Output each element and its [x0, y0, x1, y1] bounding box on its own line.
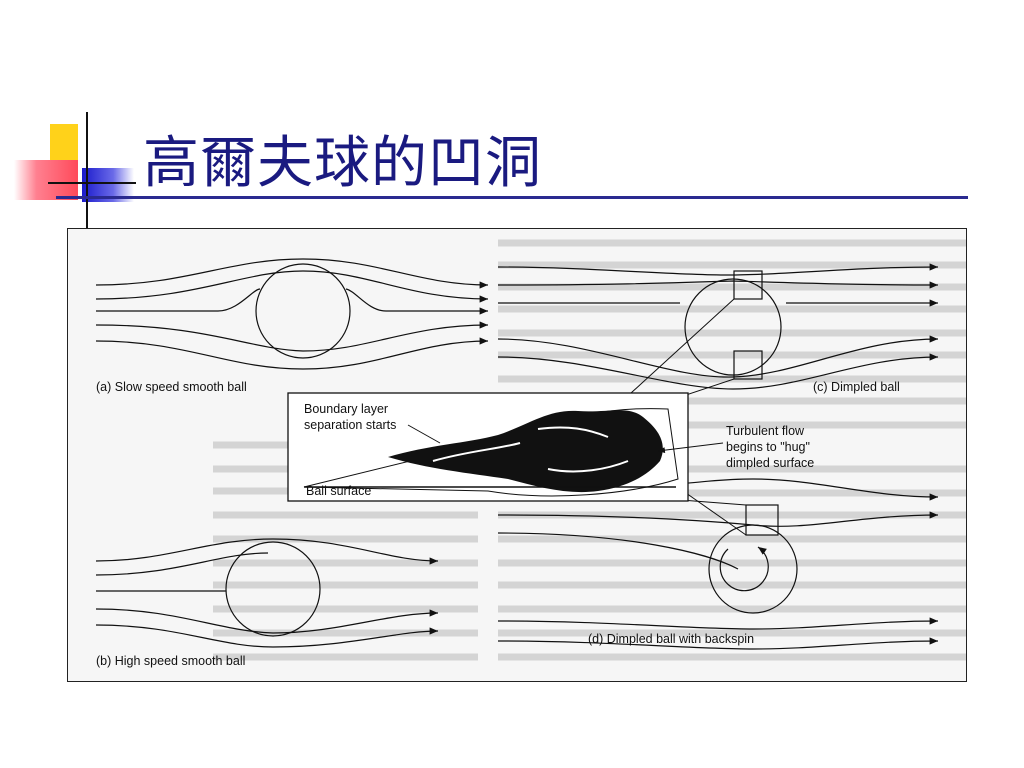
streamline-d2	[497, 511, 939, 527]
streamline-a3	[96, 288, 488, 311]
dimpled-ball-c	[684, 278, 782, 376]
label-b: (b) High speed smooth ball	[96, 654, 245, 668]
label-pointers	[407, 424, 724, 454]
streamline-a1	[95, 258, 489, 289]
zoom-box-c-bottom	[733, 350, 763, 380]
streamline-a5	[95, 337, 489, 370]
streamline-c5	[497, 353, 939, 390]
deco-vertical-line	[86, 112, 88, 230]
smooth-ball-a	[255, 263, 351, 359]
label-boundary-line1: Boundary layer	[304, 402, 388, 416]
zoom-box-d	[745, 504, 779, 536]
streamline-d4	[497, 617, 939, 630]
label-a: (a) Slow speed smooth ball	[96, 380, 247, 394]
deco-horizontal-line	[48, 182, 136, 184]
backspin-arrow	[719, 546, 769, 592]
panel-d-dimpled-backspin	[497, 478, 939, 650]
streamline-c1	[497, 263, 939, 276]
streamline-b2	[95, 552, 269, 576]
title-underline	[56, 196, 968, 199]
streamline-b1	[95, 538, 439, 565]
streamline-b4	[95, 608, 439, 634]
panel-b-fast-smooth-ball	[95, 538, 439, 648]
streamline-c4	[497, 335, 939, 378]
streamline-c2	[497, 280, 939, 289]
inset-boundary-layer	[287, 392, 689, 502]
golf-ball-flow-figure: (a) Slow speed smooth ball (b) High spee…	[67, 228, 967, 682]
panel-a-slow-smooth-ball	[95, 258, 489, 370]
streamline-d3	[497, 532, 739, 570]
smooth-ball-b	[225, 541, 321, 637]
streamline-d5	[497, 637, 939, 650]
streamline-a2	[95, 270, 489, 303]
label-d: (d) Dimpled ball with backspin	[588, 632, 754, 646]
label-boundary-line2: separation starts	[304, 418, 396, 432]
panel-c-dimpled-ball	[497, 263, 939, 390]
label-ball-surface: Ball surface	[306, 484, 371, 498]
label-turbulent-line2: begins to "hug"	[726, 440, 810, 454]
label-turbulent-line3: dimpled surface	[726, 456, 814, 470]
label-c: (c) Dimpled ball	[813, 380, 900, 394]
streamline-b5	[95, 624, 439, 648]
deco-red-square	[14, 160, 78, 200]
turbulent-wake-blob	[388, 410, 663, 493]
flow-diagram: (a) Slow speed smooth ball (b) High spee…	[95, 239, 966, 668]
streamline-a4	[95, 321, 489, 352]
zoom-box-c-top	[733, 270, 763, 300]
slide-title: 高爾夫球的凹洞	[143, 131, 542, 196]
label-turbulent-line1: Turbulent flow	[726, 424, 805, 438]
deco-yellow-square	[50, 124, 78, 164]
